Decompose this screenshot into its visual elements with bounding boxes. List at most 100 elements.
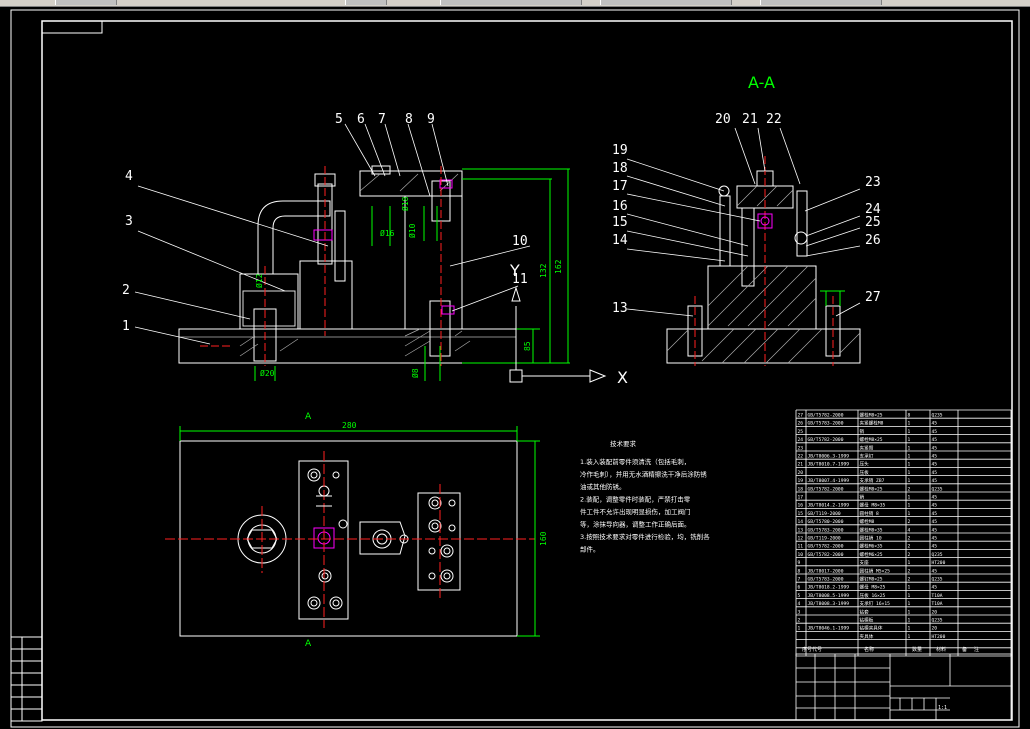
callout-section: 16 — [612, 199, 628, 214]
bom-cell: HT200 — [932, 634, 946, 640]
bom-cell: 压板 16×25 — [860, 592, 886, 599]
bom-cell: 12 — [798, 536, 804, 542]
bom-cell: 1 — [908, 609, 911, 615]
bom-cell: GB/T5783-2000 — [808, 577, 844, 583]
callout-front: 6 — [357, 112, 365, 127]
bom-cell: 1 — [908, 511, 911, 517]
jig-column — [299, 260, 353, 330]
bom-cell: 1 — [908, 454, 911, 460]
toolbar-button-1[interactable] — [55, 0, 117, 5]
bom-cell: 45 — [932, 462, 938, 468]
bom-cell: 1 — [908, 478, 911, 484]
bom-cell: 20 — [932, 609, 938, 615]
bom-cell: HT200 — [932, 560, 946, 566]
bom-cell: 2 — [908, 544, 911, 550]
axis-x-label: X — [617, 368, 628, 387]
bom-cell: 2 — [908, 568, 911, 574]
bom-cell: T10A — [932, 593, 943, 599]
callout-section: 20 — [715, 112, 731, 127]
bom-cell: 15 — [798, 511, 804, 517]
notes-line: 件工件不允许出现明显损伤，加工阀门 — [580, 507, 691, 516]
bom-cell: GB/T5782-2000 — [808, 552, 844, 558]
bom-header-cell: 注 — [974, 646, 979, 653]
bom-cell: GB/T5783-2000 — [808, 421, 844, 427]
bom-cell: GB/T119-2000 — [808, 511, 841, 517]
bom-cell: 螺母 M8×25 — [860, 584, 886, 591]
bom-cell: 45 — [932, 429, 938, 435]
toolbar-button-2[interactable] — [345, 0, 387, 5]
toolbar-dropdown-3[interactable] — [760, 0, 882, 5]
bom-cell: 23 — [798, 445, 804, 451]
bom-cell: JB/T8014.2-1999 — [808, 503, 850, 509]
sheet-outer-border — [10, 9, 1020, 728]
bom-cell: 45 — [932, 495, 938, 501]
callout-front: 8 — [405, 112, 413, 127]
bom-cell: 1 — [908, 618, 911, 624]
callout-section: 19 — [612, 143, 628, 158]
dim-small-5: Ø20 — [260, 368, 275, 378]
bom-cell: 螺栓M8 — [860, 518, 875, 525]
callout-front: 3 — [125, 214, 133, 229]
bom-cell: 2 — [798, 618, 801, 624]
bom-cell: 2 — [908, 486, 911, 492]
bom-cell: 1 — [908, 634, 911, 640]
toolbar-dropdown-1[interactable] — [440, 0, 582, 5]
callout-section: 27 — [865, 290, 881, 305]
bom-cell: 1 — [908, 495, 911, 501]
bom-header-cell: 代号 — [812, 646, 822, 653]
bom-cell: 1 — [908, 470, 911, 476]
bom-cell: 16 — [798, 503, 804, 509]
bom-cell: JB/T8008.5-1999 — [808, 593, 850, 599]
dim-small-2: Ø16 — [380, 228, 395, 238]
bom-cell: 支承钉 16×15 — [860, 600, 891, 607]
bom-cell: 45 — [932, 568, 938, 574]
callout-section: 21 — [742, 112, 758, 127]
bom-cell: 2 — [908, 552, 911, 558]
bom-cell: 17 — [798, 495, 804, 501]
bom-cell: 13 — [798, 527, 804, 533]
bom-cell: 1 — [908, 437, 911, 443]
bom-cell: JB/T8007.4-1999 — [808, 478, 850, 484]
bom-cell: 45 — [932, 470, 938, 476]
section-leader-lines — [626, 127, 861, 317]
bom-cell: 45 — [932, 544, 938, 550]
callout-front: 9 — [427, 112, 435, 127]
bom-cell: 5 — [798, 593, 801, 599]
bom-cell: 24 — [798, 437, 804, 443]
toolbar-dropdown-2[interactable] — [600, 0, 732, 5]
callout-section: 17 — [612, 179, 628, 194]
bom-cell: 钻套 — [860, 608, 870, 615]
section-mark-top: A — [305, 412, 312, 422]
support-block — [239, 273, 299, 330]
notes-title: 技术要求 — [610, 439, 637, 448]
dim-plan-width: 280 — [342, 421, 357, 430]
callout-section: 25 — [865, 215, 881, 230]
bom-cell: 45 — [932, 437, 938, 443]
corner-tag-box — [41, 20, 103, 34]
section-block — [707, 265, 817, 330]
plan-slot-right — [417, 492, 461, 591]
dim-small-1: Ø12 — [254, 273, 264, 288]
plan-dimensions — [179, 426, 540, 637]
bom-header-cell: 材料 — [936, 646, 946, 653]
top-clamp-plate — [359, 170, 463, 197]
bom-cell: 1 — [908, 421, 911, 427]
bom-cell: 27 — [798, 413, 804, 419]
bom-cell: 圆柱销 8 — [860, 510, 880, 517]
bom-cell: 2 — [908, 536, 911, 542]
bom-cell: 螺栓M8×35 — [860, 526, 883, 533]
plan-bolt-holes — [307, 468, 456, 610]
bom-cell: 1 — [908, 585, 911, 591]
bom-cell: 45 — [932, 511, 938, 517]
callout-front: 1 — [122, 319, 130, 334]
section-view — [666, 156, 861, 366]
bom-cell: 45 — [932, 454, 938, 460]
bom-cell: 1 — [908, 445, 911, 451]
callout-front: 10 — [512, 234, 528, 249]
dim-small-3: Ø18 — [400, 196, 410, 211]
bom-cell: 螺钉M8×25 — [860, 576, 883, 583]
bom-cell: 10 — [798, 552, 804, 558]
